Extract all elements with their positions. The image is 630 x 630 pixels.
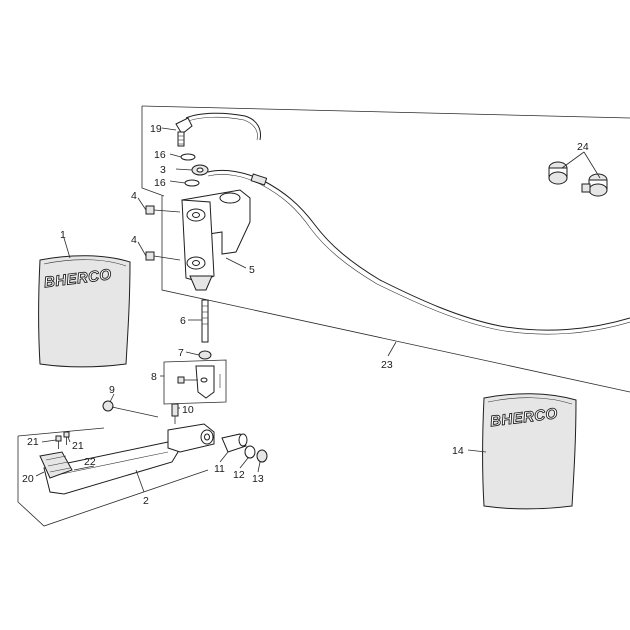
bolt-4-upper xyxy=(145,205,181,215)
callout-6: 6 xyxy=(180,315,186,327)
callout-23: 23 xyxy=(381,359,393,371)
washer-16-upper xyxy=(180,153,196,161)
callout-22: 22 xyxy=(84,456,96,468)
callout-24: 24 xyxy=(577,141,589,153)
grommet-24-right xyxy=(581,173,608,197)
callout-5: 5 xyxy=(249,264,255,276)
callout-2: 2 xyxy=(143,495,149,507)
callout-20: 20 xyxy=(22,473,34,485)
callout-13: 13 xyxy=(252,473,264,485)
washer-16-lower xyxy=(184,179,200,187)
callout-8: 8 xyxy=(151,371,157,383)
bolt-9 xyxy=(102,400,159,418)
nut-7 xyxy=(198,350,212,360)
banjo-bolt-19 xyxy=(175,117,193,147)
nut-13 xyxy=(256,449,268,463)
clevis-assembly-8 xyxy=(163,359,227,405)
callout-3: 3 xyxy=(160,164,166,176)
brake-pedal-2 xyxy=(43,423,215,495)
callout-12: 12 xyxy=(233,469,245,481)
bushing-11 xyxy=(221,433,248,453)
callout-21-right: 21 xyxy=(72,440,84,452)
callout-11: 11 xyxy=(214,463,225,475)
washer-12 xyxy=(244,445,256,459)
pad-14: BHERCO xyxy=(482,393,577,510)
pad-1: BHERCO xyxy=(38,255,131,368)
callout-4-upper: 4 xyxy=(131,190,137,202)
callout-1: 1 xyxy=(60,229,66,241)
screw-21-right xyxy=(63,431,70,445)
bolt-4-lower xyxy=(145,251,181,261)
callout-4-lower: 4 xyxy=(131,234,137,246)
grease-nipple-10 xyxy=(171,403,179,424)
frame-outline xyxy=(141,105,630,393)
callouts: 1 2 3 4 4 5 6 7 8 9 10 11 12 13 14 16 16… xyxy=(22,123,589,507)
pedal-tip-20 xyxy=(39,451,73,479)
screw-21-left xyxy=(55,435,62,449)
callout-16-lower: 16 xyxy=(154,177,166,189)
brake-hose-upper xyxy=(185,112,261,141)
callout-7: 7 xyxy=(178,347,184,359)
grommet-24-left xyxy=(548,161,568,185)
pedal-inset-frame xyxy=(17,427,209,527)
callout-21-left: 21 xyxy=(27,436,39,448)
banjo-3 xyxy=(191,164,209,176)
callout-16-upper: 16 xyxy=(154,149,166,161)
callout-10: 10 xyxy=(182,404,194,416)
brake-hose-23 xyxy=(207,169,630,335)
callout-9: 9 xyxy=(109,384,115,396)
leader-lines xyxy=(35,127,601,493)
callout-14: 14 xyxy=(452,445,464,457)
push-rod-6 xyxy=(201,299,209,343)
master-cylinder-5 xyxy=(181,189,251,291)
callout-19: 19 xyxy=(150,123,162,135)
